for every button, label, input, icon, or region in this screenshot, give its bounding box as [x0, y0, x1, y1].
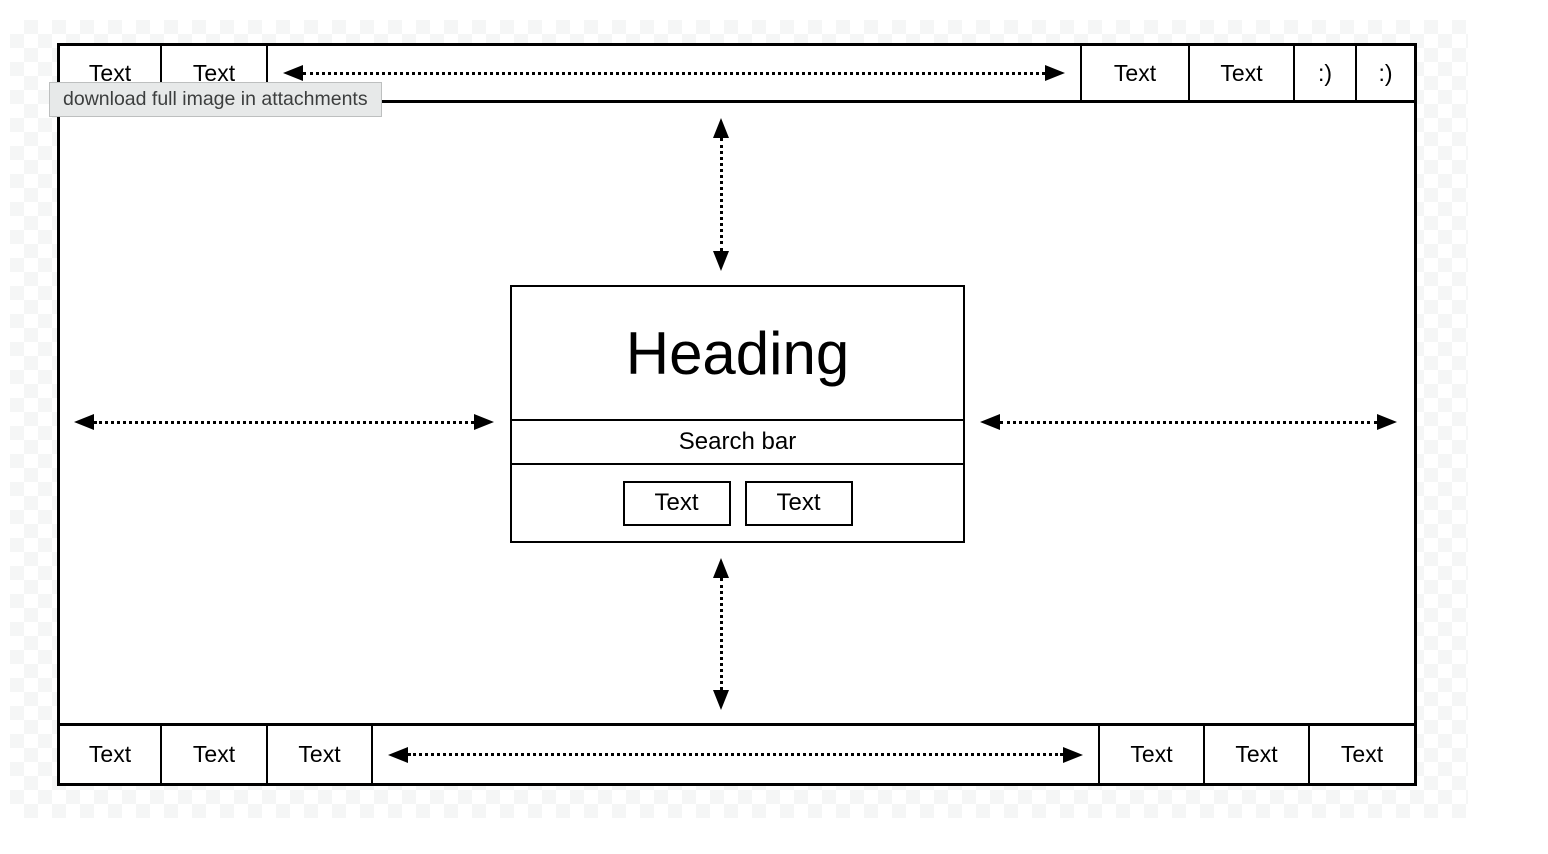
topbar-flexible-space [268, 46, 1082, 100]
tooltip-text: download full image in attachments [63, 88, 368, 110]
bottombar-cell-right-2[interactable]: Text [1205, 726, 1310, 783]
arrowhead-left-icon [283, 65, 303, 81]
arrowhead-right-icon [474, 414, 494, 430]
horizontal-double-arrow-icon [283, 46, 1065, 100]
arrowhead-down-icon [713, 251, 729, 271]
bottombar-flexible-space [373, 726, 1100, 783]
bottombar-cell-right-3[interactable]: Text [1310, 726, 1414, 783]
dotted-line [408, 753, 1063, 756]
bottombar-cell-left-1[interactable]: Text [60, 726, 162, 783]
bottombar-cell-right-1[interactable]: Text [1100, 726, 1205, 783]
arrowhead-right-icon [1377, 414, 1397, 430]
bottom-nav-bar: Text Text Text Text Text Text [60, 723, 1414, 783]
horizontal-double-arrow-icon [388, 726, 1083, 783]
arrowhead-down-icon [713, 690, 729, 710]
page-title: Heading [512, 287, 963, 421]
center-panel: Heading Search bar Text Text [510, 285, 965, 543]
horizontal-double-arrow-icon [74, 412, 494, 432]
dotted-line [719, 578, 723, 690]
arrowhead-right-icon [1063, 746, 1083, 763]
topbar-smiley-cell-1[interactable]: :) [1295, 46, 1357, 100]
bottombar-cell-left-3[interactable]: Text [268, 726, 373, 783]
dotted-line [719, 138, 723, 251]
tooltip: download full image in attachments [49, 82, 382, 117]
topbar-cell-right-1[interactable]: Text [1082, 46, 1190, 100]
arrowhead-up-icon [713, 558, 729, 578]
dotted-line [94, 420, 474, 424]
wireframe-canvas: Text Text Text Text :) :) Heading Search… [57, 43, 1417, 786]
button-1[interactable]: Text [622, 480, 731, 526]
arrowhead-up-icon [713, 118, 729, 138]
horizontal-double-arrow-icon [980, 412, 1397, 432]
bottombar-cell-left-2[interactable]: Text [162, 726, 268, 783]
dotted-line [1000, 420, 1377, 424]
button-2[interactable]: Text [744, 480, 853, 526]
topbar-cell-right-2[interactable]: Text [1190, 46, 1295, 100]
search-bar[interactable]: Search bar [512, 421, 963, 465]
arrowhead-left-icon [980, 414, 1000, 430]
arrowhead-left-icon [74, 414, 94, 430]
arrowhead-left-icon [388, 746, 408, 763]
vertical-double-arrow-icon [711, 118, 731, 271]
arrowhead-right-icon [1045, 65, 1065, 81]
vertical-double-arrow-icon [711, 558, 731, 710]
dotted-line [303, 71, 1045, 75]
button-row: Text Text [512, 465, 963, 541]
topbar-smiley-cell-2[interactable]: :) [1357, 46, 1414, 100]
